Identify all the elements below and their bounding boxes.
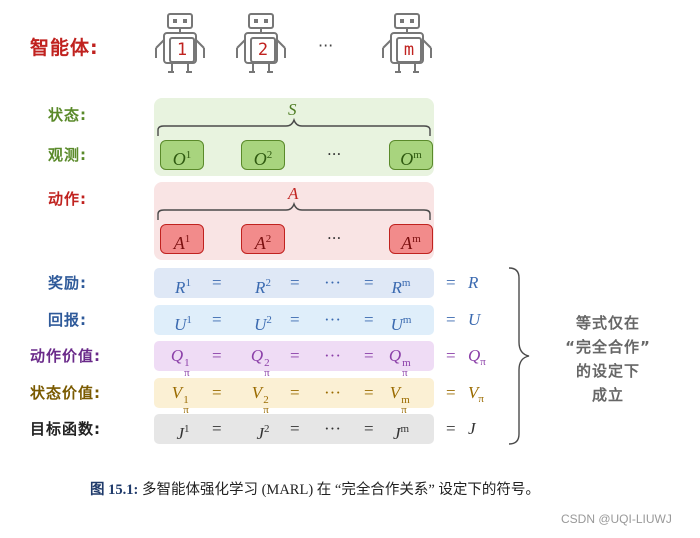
row-ellipsis: ···	[324, 310, 341, 329]
robot-number: 1	[169, 37, 195, 63]
action-ellipsis: ···	[327, 229, 342, 247]
action-chip-2: A2	[241, 224, 285, 254]
row-panel-return: U1 U2 Um = = = ···	[154, 305, 434, 335]
row-total-objective: J	[468, 419, 476, 438]
row-equals: =	[212, 273, 222, 292]
row-equals: =	[290, 310, 300, 329]
observation-chip-m: Om	[389, 140, 433, 170]
row-term-2: R2	[255, 277, 271, 297]
observation-label: 观测:	[48, 146, 87, 164]
rows-brace	[508, 267, 530, 445]
observation-chip-2: O2	[241, 140, 285, 170]
row-label-return: 回报:	[48, 311, 87, 329]
row-ellipsis: ···	[324, 273, 341, 292]
row-label-qvalue: 动作价值:	[30, 347, 101, 365]
action-brace	[157, 202, 431, 220]
row-label-vvalue: 状态价值:	[30, 384, 101, 402]
action-chip-1: A1	[160, 224, 204, 254]
row-label-reward: 奖励:	[48, 274, 87, 292]
caption-prefix: 图 15.1:	[90, 482, 139, 498]
state-label: 状态:	[48, 106, 87, 124]
row-term-1: R1	[175, 277, 191, 297]
row-equals: =	[364, 346, 374, 365]
row-total-return: U	[468, 310, 481, 329]
row-total-equals: =	[446, 310, 456, 329]
action-symbol: A	[288, 184, 299, 203]
row-total-equals: =	[446, 346, 456, 365]
observation-ellipsis: ···	[327, 145, 342, 163]
row-equals: =	[364, 310, 374, 329]
row-term-m: Rm	[391, 277, 411, 297]
row-total-equals: =	[446, 383, 456, 402]
row-total-vvalue: Vπ	[468, 383, 484, 405]
row-total-reward: R	[468, 273, 479, 292]
row-term-2: J2	[256, 423, 270, 443]
row-equals: =	[290, 346, 300, 365]
row-equals: =	[212, 419, 222, 438]
side-note: 等式仅在 “完全合作” 的设定下 成立	[565, 314, 651, 404]
row-panel-objective: J1 J2 Jm = = = ···	[154, 414, 434, 444]
row-total-qvalue: Qπ	[468, 346, 486, 368]
robot-number: 2	[250, 37, 276, 63]
row-term-m: Jm	[392, 423, 410, 443]
robot-icon-2: 2	[233, 10, 289, 78]
row-term-1: U1	[174, 314, 192, 334]
robot-icons	[0, 0, 700, 90]
row-panel-reward: R1 R2 Rm = = = ···	[154, 268, 434, 298]
row-equals: =	[290, 383, 300, 402]
row-ellipsis: ···	[324, 419, 341, 438]
figure-caption: 图 15.1: 多智能体强化学习 (MARL) 在 “完全合作关系” 设定下的符…	[90, 478, 540, 499]
action-label: 动作:	[48, 190, 87, 208]
robot-icon-1: 1	[152, 10, 208, 78]
robot-icon-m: m	[379, 10, 435, 78]
row-equals: =	[290, 273, 300, 292]
row-equals: =	[364, 383, 374, 402]
watermark: CSDN @UQI-LIUWJ	[561, 512, 672, 526]
row-total-equals: =	[446, 419, 456, 438]
caption-text: 多智能体强化学习 (MARL) 在 “完全合作关系” 设定下的符号。	[141, 482, 540, 498]
row-term-1: J1	[176, 423, 190, 443]
observation-chip-1: O1	[160, 140, 204, 170]
agents-ellipsis: ···	[318, 36, 334, 55]
action-chip-m: Am	[389, 224, 433, 254]
row-equals: =	[290, 419, 300, 438]
row-equals: =	[212, 346, 222, 365]
agents-label: 智能体:	[30, 37, 99, 59]
row-equals: =	[364, 273, 374, 292]
robot-number: m	[396, 37, 422, 63]
row-total-equals: =	[446, 273, 456, 292]
row-ellipsis: ···	[324, 346, 341, 365]
row-equals: =	[364, 419, 374, 438]
row-equals: =	[212, 310, 222, 329]
state-symbol: S	[288, 100, 297, 119]
row-label-objective: 目标函数:	[30, 420, 101, 438]
row-term-2: U2	[254, 314, 272, 334]
state-brace	[157, 118, 431, 136]
row-equals: =	[212, 383, 222, 402]
row-ellipsis: ···	[324, 383, 341, 402]
row-term-m: Um	[390, 314, 412, 334]
